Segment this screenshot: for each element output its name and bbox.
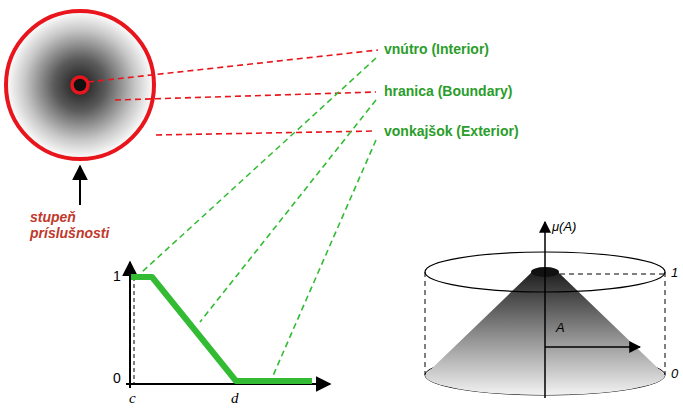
- axis-value: 0: [671, 367, 678, 382]
- leader-line: [200, 100, 376, 322]
- y-axis: [129, 262, 131, 388]
- green-leaders: [142, 58, 376, 378]
- axis-title: stupeň príslušnosti: [30, 209, 130, 241]
- guide-line: [665, 272, 666, 375]
- axis-value: 1: [671, 266, 678, 281]
- axis-value: 1: [113, 268, 121, 284]
- axis-mark: d: [231, 390, 239, 407]
- axis-title: μ(A): [552, 220, 576, 235]
- set-name: A: [556, 321, 565, 336]
- guide-line: [560, 274, 665, 275]
- c-guide: [134, 277, 135, 384]
- region-label: vonkajšok (Exterior): [384, 123, 519, 139]
- region-label: hranica (Boundary): [384, 83, 512, 99]
- membership-function: [131, 277, 312, 381]
- pointer-arrow: [79, 166, 81, 205]
- leader-line: [88, 50, 378, 82]
- guide-line: [425, 272, 426, 375]
- leader-line: [272, 140, 376, 378]
- leader-line: [142, 58, 376, 272]
- leader-line: [156, 131, 376, 135]
- axis-value: 0: [113, 370, 121, 386]
- fuzzy-region: [6, 11, 154, 159]
- base-axis: [545, 346, 640, 348]
- region-label: vnútro (Interior): [384, 41, 489, 57]
- interior-marker: [72, 77, 88, 93]
- mu-axis: [544, 222, 546, 398]
- red-leaders: [88, 50, 378, 135]
- axis-mark: c: [129, 390, 136, 407]
